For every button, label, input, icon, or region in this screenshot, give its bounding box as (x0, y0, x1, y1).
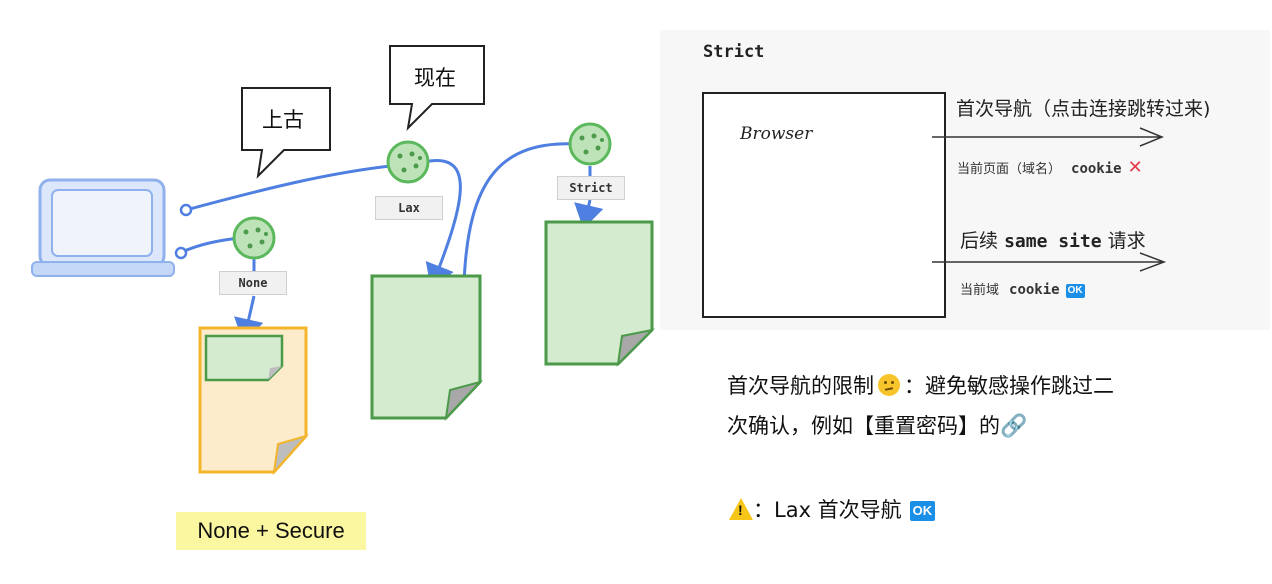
none-secure-label: None + Secure (176, 512, 366, 550)
note-limit-text: 首次导航的限制 (727, 374, 874, 398)
samesite-strict-tag: Strict (557, 176, 625, 200)
browser-box (702, 92, 946, 318)
note-reason-text: ：避免敏感操作跳过二 (904, 374, 1114, 398)
cookie-word: cookie (1071, 161, 1122, 177)
bubble-ancient-text: 上古 (262, 108, 304, 132)
link-icon: 🔗 (1000, 414, 1028, 439)
note-line-2: 次确认，例如【重置密码】的🔗 (727, 410, 1027, 440)
cookie-icon (568, 122, 612, 166)
follow-cookie-prefix: 当前域 (960, 283, 1000, 298)
follow-cookie-line: 当前域 cookie OK (960, 279, 1085, 298)
speech-bubble-now (389, 45, 485, 131)
laptop-icon (31, 178, 175, 277)
ok-icon: OK (909, 501, 936, 521)
follow-code: same site (1004, 231, 1102, 252)
follow-suffix: 请求 (1107, 230, 1146, 252)
follow-prefix: 后续 (960, 230, 999, 252)
document-icon (198, 326, 310, 476)
browser-label: Browser (740, 124, 813, 144)
document-icon (544, 220, 656, 367)
bubble-now-text: 现在 (414, 66, 456, 90)
same-site-request-label: 后续 same site 请求 (960, 226, 1146, 253)
cookie-icon (232, 216, 276, 260)
first-navigation-label: 首次导航（点击连接跳转过来) (956, 98, 1211, 120)
warning-icon (729, 498, 753, 520)
samesite-none-tag: None (219, 271, 287, 295)
strict-title: Strict (703, 42, 765, 62)
cookie-icon (386, 140, 430, 184)
note-lax-text: ：Lax 首次导航 (753, 498, 902, 522)
cookie-word: cookie (1009, 282, 1060, 298)
ok-icon: OK (1065, 283, 1085, 298)
first-nav-cookie-line: 当前页面（域名） cookie ✕ (957, 157, 1143, 178)
samesite-lax-tag: Lax (375, 196, 443, 220)
document-icon (370, 274, 484, 421)
first-nav-cookie-prefix: 当前页面（域名） (957, 162, 1062, 177)
thinking-face-icon (878, 374, 900, 396)
cookie-flow-diagram (31, 45, 656, 476)
speech-bubble-ancient (241, 87, 331, 179)
note-line-3: ：Lax 首次导航 OK (729, 494, 936, 524)
cross-icon: ✕ (1127, 157, 1143, 178)
note-line-1: 首次导航的限制 ：避免敏感操作跳过二 (727, 370, 1114, 400)
note-example-text: 次确认，例如【重置密码】的 (727, 414, 1000, 438)
